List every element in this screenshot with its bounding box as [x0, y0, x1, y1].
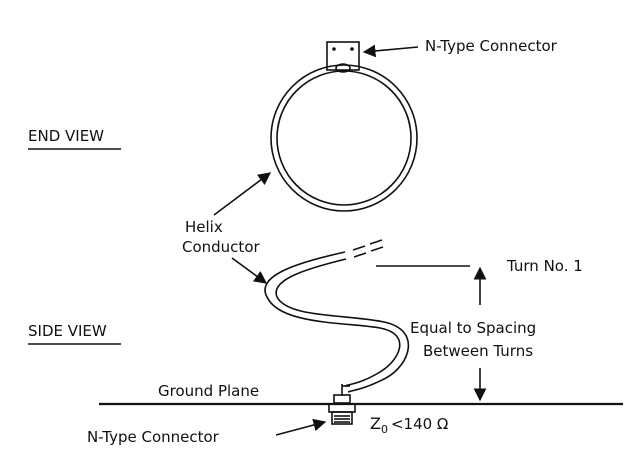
bottom-connector-leader	[275, 418, 327, 436]
helix-wire-side	[264, 239, 410, 393]
top-connector-label: N-Type Connector	[425, 37, 558, 55]
helix-leader-down	[231, 257, 268, 284]
bottom-connector-label: N-Type Connector	[87, 428, 220, 446]
spacing-label-line1: Equal to Spacing	[410, 319, 536, 337]
impedance-subscript: 0	[381, 423, 388, 436]
turn-no1-label: Turn No. 1	[506, 257, 583, 275]
ground-plane-label: Ground Plane	[158, 382, 259, 400]
end-view-label: END VIEW	[28, 127, 104, 145]
top-connector-icon	[326, 41, 360, 73]
helix-label-line1: Helix	[185, 218, 223, 236]
top-connector-leader	[362, 44, 419, 58]
impedance-label: Z0<140 Ω	[370, 414, 448, 436]
side-view-label: SIDE VIEW	[28, 322, 107, 340]
bottom-connector-icon	[328, 384, 356, 425]
helix-label-line2: Conductor	[182, 238, 260, 256]
impedance-symbol: Z	[370, 414, 381, 433]
spacing-label-line2: Between Turns	[423, 342, 533, 360]
helix-leader-up	[213, 172, 272, 216]
impedance-value: <140 Ω	[391, 415, 448, 433]
helix-ring	[270, 64, 418, 212]
